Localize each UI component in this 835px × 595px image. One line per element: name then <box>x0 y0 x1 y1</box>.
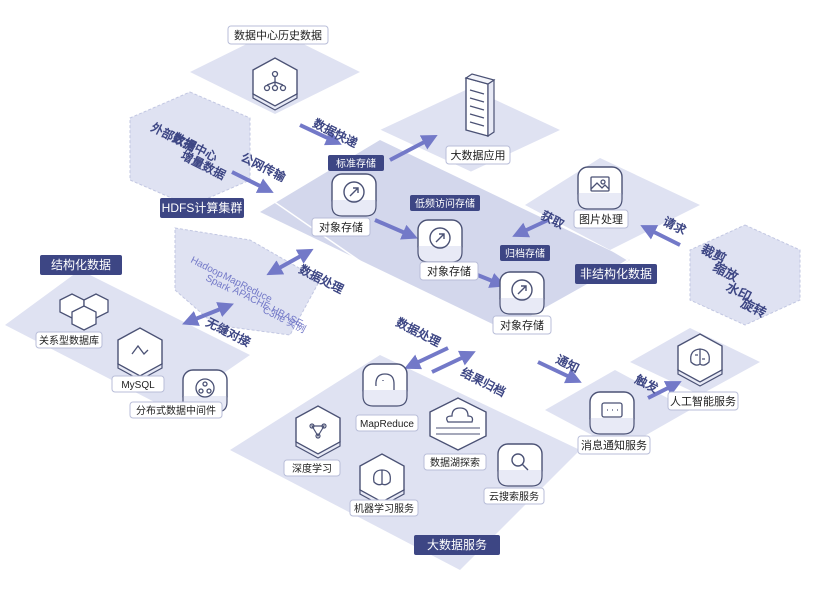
external-to-storage-arrow <box>231 170 274 193</box>
archive-badge-label: 归档存储 <box>505 247 545 260</box>
storage-outline <box>249 127 630 336</box>
mysql-label-box <box>111 375 165 393</box>
ai-label: 人工智能服务 <box>670 394 736 408</box>
brain-icon <box>373 469 391 486</box>
structured-badge-label: 结构化数据 <box>51 257 111 272</box>
big-data-service-node: MapReduce 深度学习 数据湖探索 机器学习服务 <box>283 363 545 555</box>
standard-to-infrequent-arrow <box>374 218 418 240</box>
request-arrow <box>640 225 681 247</box>
unstructured-label: 非结构化数据 <box>580 266 652 281</box>
big-data-service-badge-label: 大数据服务 <box>427 537 487 552</box>
archive-badge <box>500 245 550 261</box>
archive-arrow <box>431 350 476 374</box>
storage-infrequent-node: 低频访问存储 对象存储 <box>410 195 480 281</box>
image-processing-node: 图片处理 <box>573 166 629 229</box>
history-source-label: 数据中心历史数据 <box>234 28 322 42</box>
storage-to-app-arrow <box>389 135 438 162</box>
middleware-icon <box>195 378 215 398</box>
middleware-label: 分布式数据中间件 <box>136 404 216 417</box>
storage-archive-node: 归档存储 对象存储 <box>492 245 552 335</box>
ai-service-node: 人工智能服务 <box>667 333 739 411</box>
standard-badge-label: 标准存储 <box>336 157 376 170</box>
cloud-search-label: 云搜索服务 <box>489 490 539 503</box>
fetch-arrow <box>512 218 549 238</box>
trigger-arrow <box>647 381 682 400</box>
big-data-service-badge <box>414 535 500 555</box>
big-data-app-label: 大数据应用 <box>451 148 506 162</box>
data-lake-icon <box>429 397 487 451</box>
mysql-label: MySQL <box>121 380 155 391</box>
upload-icon <box>429 227 451 249</box>
big-data-app-node: 大数据应用 <box>445 73 511 165</box>
middleware-label-box <box>129 401 223 419</box>
relational-label-box <box>35 331 103 349</box>
infrequent-label: 对象存储 <box>427 264 471 278</box>
ai-brain-icon <box>690 348 710 366</box>
notification-node: 消息通知服务 <box>577 391 651 455</box>
relational-db-icon <box>59 293 109 331</box>
mapreduce-label: MapReduce <box>360 419 414 430</box>
storage-standard-node: 标准存储 对象存储 <box>311 155 384 237</box>
notify-arrow <box>537 360 582 384</box>
standard-label-box <box>311 217 371 237</box>
standard-badge <box>328 155 384 171</box>
elephant-icon <box>375 373 395 390</box>
machine-learning-label: 机器学习服务 <box>354 502 414 515</box>
data-lake-label: 数据湖探索 <box>430 456 480 469</box>
upload-icon <box>343 181 365 203</box>
infrequent-label-box <box>419 261 479 281</box>
mapreduce-label-box <box>355 414 419 432</box>
standard-label: 对象存储 <box>319 220 363 234</box>
image-processing-label: 图片处理 <box>579 213 623 226</box>
upload-icon <box>511 279 533 301</box>
notification-label: 消息通知服务 <box>581 438 647 452</box>
history-source-node: 数据中心历史数据 <box>227 25 329 111</box>
image-icon <box>590 176 610 192</box>
process-arrow <box>404 346 449 370</box>
infrequent-badge <box>410 195 480 211</box>
structured-badge <box>40 255 122 275</box>
history-source-label-box <box>227 25 329 45</box>
mysql-icon <box>131 344 149 355</box>
archive-label: 结果归档 <box>459 364 509 399</box>
infrequent-badge-label: 低频访问存储 <box>415 197 475 210</box>
history-to-storage-arrow <box>299 123 342 146</box>
unstructured-badge <box>575 264 657 284</box>
notification-label-box <box>577 435 651 455</box>
server-icon <box>464 73 496 138</box>
archive-label: 对象存储 <box>500 318 544 332</box>
data-lake-label-box <box>423 453 487 471</box>
message-icon <box>601 402 623 418</box>
big-data-app-label-box <box>445 145 511 165</box>
deep-learning-label-box <box>283 459 341 477</box>
deep-learning-label: 深度学习 <box>292 462 332 475</box>
ai-label-box <box>667 391 739 411</box>
image-processing-label-box <box>573 209 629 229</box>
hierarchy-icon <box>263 70 287 92</box>
archive-label-box <box>492 315 552 335</box>
search-icon <box>511 453 529 471</box>
image-ops-platform <box>689 224 801 326</box>
relational-label: 关系型数据库 <box>39 334 99 347</box>
hdfs-storage-arrow <box>266 248 314 276</box>
cloud-search-label-box <box>483 487 545 505</box>
structured-node: 结构化数据 关系型数据库 MySQL 分布式数据中间件 <box>35 255 228 419</box>
structured-hdfs-arrow <box>182 302 234 326</box>
hdfs-badge-label: HDFS计算集群 <box>162 200 243 215</box>
hdfs-badge <box>160 198 244 218</box>
process-label: 数据处理 <box>394 314 444 349</box>
machine-learning-label-box <box>349 499 419 517</box>
deep-learning-icon <box>309 423 327 439</box>
